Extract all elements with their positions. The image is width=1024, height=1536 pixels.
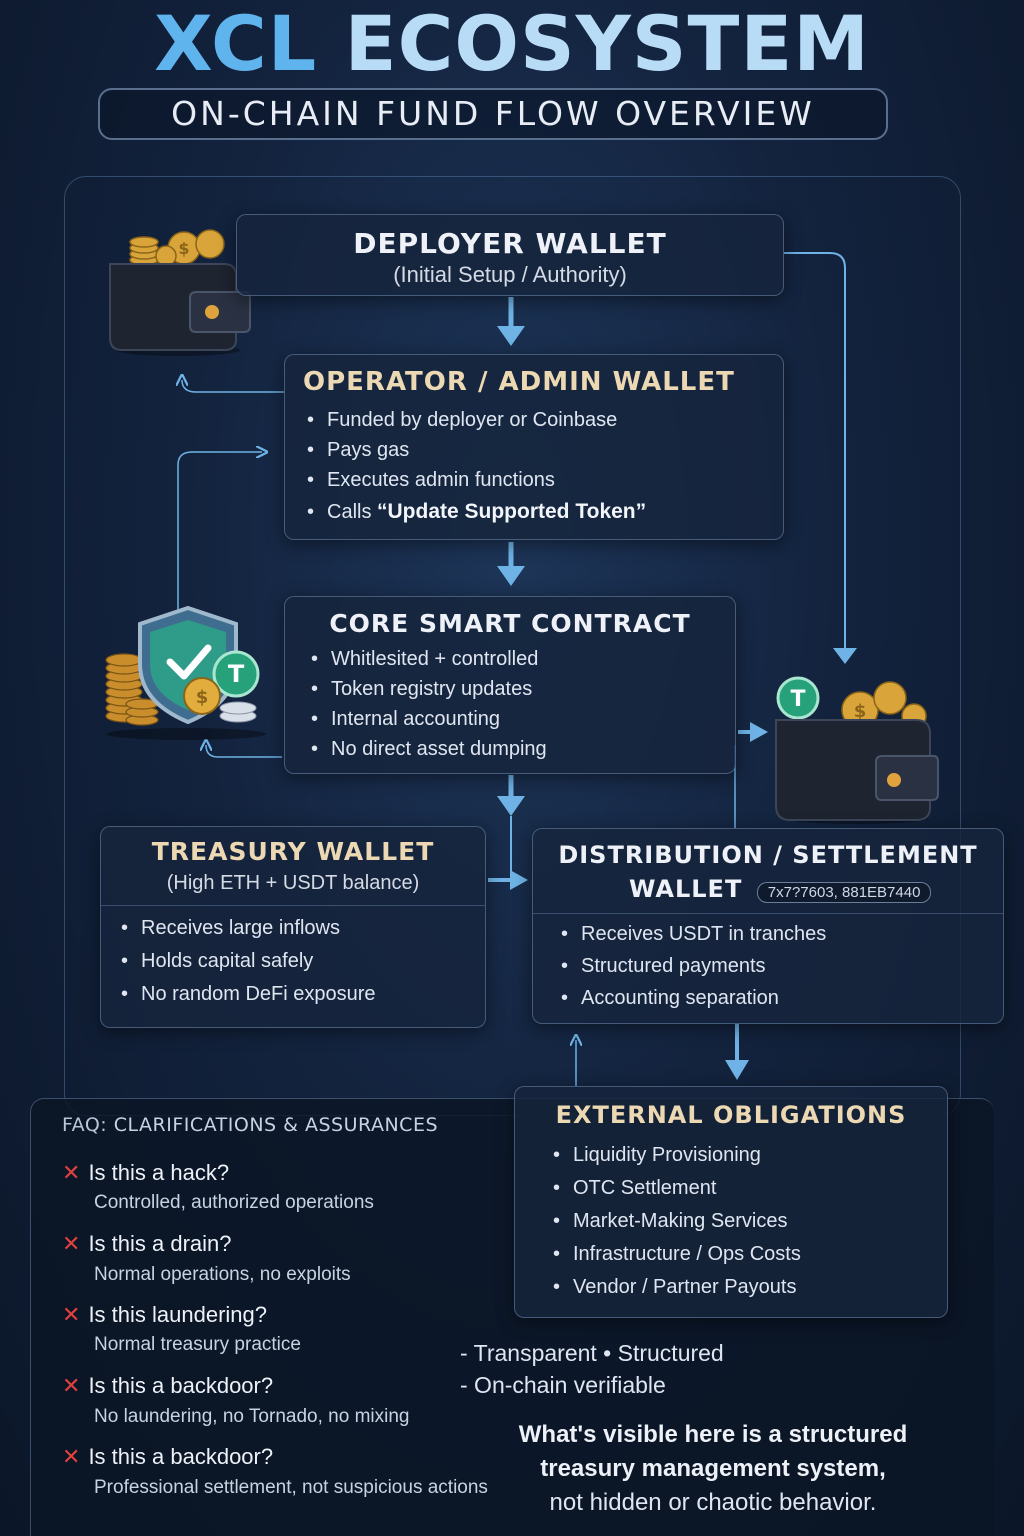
faq-question-text: Is this a hack?: [88, 1160, 230, 1185]
faq-answer: Normal operations, no exploits: [94, 1264, 351, 1285]
faq-question-text: Is this a backdoor?: [88, 1373, 274, 1398]
distribution-title-line2: WALLET: [629, 875, 743, 903]
treasury-subtitle: (High ETH + USDT balance): [166, 872, 420, 894]
operator-title: OPERATOR / ADMIN WALLET: [303, 367, 735, 397]
arrow-core-down: [497, 775, 525, 880]
faq-question-text: Is this laundering?: [88, 1302, 267, 1327]
divider: [533, 913, 1003, 915]
x-icon: ✕: [62, 1231, 81, 1256]
list-item: No random DeFi exposure: [117, 978, 485, 1011]
list-item: Funded by deployer or Coinbase: [303, 405, 783, 435]
list-item: Token registry updates: [307, 674, 735, 704]
list-item: Internal accounting: [307, 704, 735, 734]
closing-line-2: treasury management system,: [540, 1455, 886, 1482]
operator-wallet-box: OPERATOR / ADMIN WALLET Funded by deploy…: [284, 354, 784, 540]
x-icon: ✕: [62, 1302, 81, 1327]
list-item: Pays gas: [303, 435, 783, 465]
external-obligations-box: EXTERNAL OBLIGATIONS Liquidity Provision…: [514, 1086, 948, 1318]
treasury-list: Receives large inflows Holds capital saf…: [117, 912, 485, 1011]
faq-question: ✕ Is this a drain?: [62, 1231, 232, 1257]
list-item: Liquidity Provisioning: [549, 1139, 947, 1172]
summary-line-2: - On-chain verifiable: [460, 1372, 666, 1398]
faq-question: ✕ Is this a hack?: [62, 1160, 229, 1186]
closing-line-3: not hidden or chaotic behavior.: [549, 1489, 877, 1516]
faq-answer: Normal treasury practice: [94, 1334, 301, 1355]
list-item: Receives USDT in tranches: [557, 918, 1003, 950]
svg-text:$: $: [178, 239, 189, 258]
list-item: Structured payments: [557, 950, 1003, 982]
arrow-treasury-distribution: [488, 870, 528, 890]
svg-text:$: $: [854, 701, 867, 722]
title-ecosystem: ECOSYSTEM: [344, 0, 870, 88]
closing-statement: What's visible here is a structured trea…: [480, 1418, 946, 1520]
list-item: Market-Making Services: [549, 1205, 947, 1238]
external-list: Liquidity Provisioning OTC Settlement Ma…: [549, 1139, 947, 1304]
faq-question: ✕ Is this a backdoor?: [62, 1444, 273, 1470]
faq-question: ✕ Is this laundering?: [62, 1302, 267, 1328]
list-item: Whitlesited + controlled: [307, 644, 735, 674]
faq-heading-rest: CLARIFICATIONS & ASSURANCES: [107, 1114, 439, 1136]
shield-coins-icon: T $: [105, 605, 266, 740]
list-item-bold: “Update Supported Token”: [377, 500, 647, 523]
faq-heading: FAQ: CLARIFICATIONS & ASSURANCES: [62, 1114, 438, 1136]
title-xcl: XCL: [154, 0, 318, 88]
arrow-loop-core-operator: [178, 380, 284, 758]
faq-answer: Professional settlement, not suspicious …: [94, 1477, 488, 1498]
x-icon: ✕: [62, 1160, 81, 1185]
arrow-core-right-wallet: [738, 722, 768, 742]
svg-text:$: $: [196, 687, 209, 708]
distribution-title-line1: DISTRIBUTION / SETTLEMENT: [558, 841, 978, 869]
faq-question-text: Is this a drain?: [88, 1231, 232, 1256]
summary-line-1: - Transparent • Structured: [460, 1340, 724, 1366]
closing-line-1: What's visible here is a structured: [518, 1421, 908, 1448]
arrow-deployer-operator: [497, 297, 525, 346]
core-list: Whitlesited + controlled Token registry …: [307, 644, 735, 764]
distribution-title-line2-row: WALLET 7x7?7603, 881EB7440: [629, 875, 1003, 904]
list-item-prefix: Calls: [327, 501, 378, 523]
list-item: Accounting separation: [557, 982, 1003, 1014]
settlement-wallet-icon: T $: [775, 676, 939, 824]
svg-text:T: T: [228, 660, 245, 688]
faq-answer: No laundering, no Tornado, no mixing: [94, 1406, 410, 1427]
distribution-wallet-box: DISTRIBUTION / SETTLEMENT WALLET 7x7?760…: [532, 828, 1004, 1024]
list-item: Receives large inflows: [117, 912, 485, 945]
deployer-wallet-icon: $: [109, 229, 251, 356]
faq-answer: Controlled, authorized operations: [94, 1192, 374, 1213]
wallet-address-badge: 7x7?7603, 881EB7440: [756, 882, 932, 904]
arrow-distribution-external: [576, 1024, 749, 1086]
x-icon: ✕: [62, 1444, 81, 1469]
deployer-subtitle: (Initial Setup / Authority): [393, 262, 627, 287]
operator-list: Funded by deployer or Coinbase Pays gas …: [303, 405, 783, 527]
deployer-title: DEPLOYER WALLET: [353, 227, 667, 260]
treasury-title: TREASURY WALLET: [151, 837, 435, 866]
list-item: No direct asset dumping: [307, 734, 735, 764]
list-item: Executes admin functions: [303, 465, 783, 495]
faq-question: ✕ Is this a backdoor?: [62, 1373, 273, 1399]
faq-heading-prefix: FAQ:: [62, 1114, 108, 1136]
page-title: XCL ECOSYSTEM: [0, 2, 1024, 86]
x-icon: ✕: [62, 1373, 81, 1398]
arrow-deployer-right-wallet: [784, 252, 857, 664]
list-item: Holds capital safely: [117, 945, 485, 978]
list-item: Infrastructure / Ops Costs: [549, 1238, 947, 1271]
list-item: Vendor / Partner Payouts: [549, 1271, 947, 1304]
distribution-list: Receives USDT in tranches Structured pay…: [557, 918, 1003, 1014]
deployer-wallet-box: DEPLOYER WALLET (Initial Setup / Authori…: [236, 214, 784, 296]
core-title: CORE SMART CONTRACT: [329, 609, 691, 638]
list-item: OTC Settlement: [549, 1172, 947, 1205]
core-contract-box: CORE SMART CONTRACT Whitlesited + contro…: [284, 596, 736, 774]
arrow-operator-core: [497, 542, 525, 586]
page-subtitle: ON-CHAIN FUND FLOW OVERVIEW: [98, 88, 888, 140]
treasury-wallet-box: TREASURY WALLET (High ETH + USDT balance…: [100, 826, 486, 1028]
external-title: EXTERNAL OBLIGATIONS: [555, 1101, 907, 1129]
divider: [101, 905, 485, 906]
svg-text:T: T: [790, 687, 805, 712]
faq-question-text: Is this a backdoor?: [88, 1444, 274, 1469]
list-item: Calls “Update Supported Token”: [303, 497, 783, 527]
